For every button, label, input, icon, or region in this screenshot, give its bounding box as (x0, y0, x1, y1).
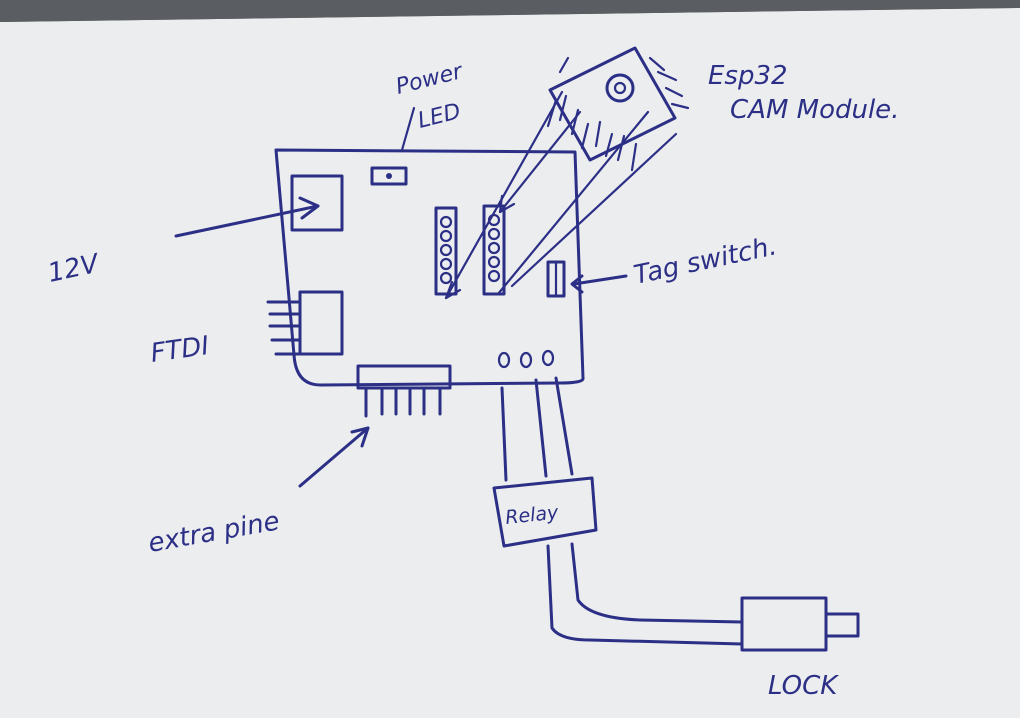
esp32-cam-module (548, 46, 677, 162)
table-edge (0, 0, 1020, 22)
relay-box (492, 476, 598, 548)
main-board-outline (274, 148, 585, 387)
extra-pins-arrow-head (350, 426, 370, 448)
v12-arrow-head (298, 196, 320, 220)
power-led (370, 166, 408, 186)
paper-background (0, 8, 1020, 718)
lock-wire-outer (546, 544, 744, 646)
ftdi-pins (266, 300, 302, 356)
v12-arrow-line (174, 204, 320, 238)
pin-header-left-pins (439, 215, 453, 285)
esp32-label-1: Esp32 (708, 61, 788, 91)
pin-header-left (434, 206, 458, 296)
module-link-left (444, 90, 564, 300)
lock-label: LOCK (768, 671, 839, 701)
lock-wire-inner (570, 542, 744, 624)
extra-pins-arrow (298, 426, 370, 488)
power-led-leader (400, 106, 416, 152)
module-link-left-head (444, 280, 462, 300)
camera-lens (605, 73, 635, 103)
module-link-mid (498, 110, 582, 214)
relay-terminals (497, 349, 555, 369)
module-link-right2 (510, 132, 678, 288)
esp32-label-2: CAM Module. (730, 95, 899, 125)
lock-bolt (824, 612, 860, 638)
pin-header-right (482, 204, 506, 296)
extra-pins-header (356, 364, 452, 390)
pin-header-right-pins (487, 213, 501, 283)
tag-switch-arrow (572, 274, 628, 286)
relay-wires (500, 376, 574, 482)
tag-switch-arrow-head (570, 274, 584, 294)
module-link-mid-head (498, 194, 516, 214)
camera-lens-inner (613, 81, 627, 95)
extra-pins (364, 386, 442, 418)
ftdi-header (298, 290, 344, 356)
power-led-dot (386, 173, 392, 179)
module-link-right (496, 110, 650, 296)
power-connector (290, 174, 344, 232)
